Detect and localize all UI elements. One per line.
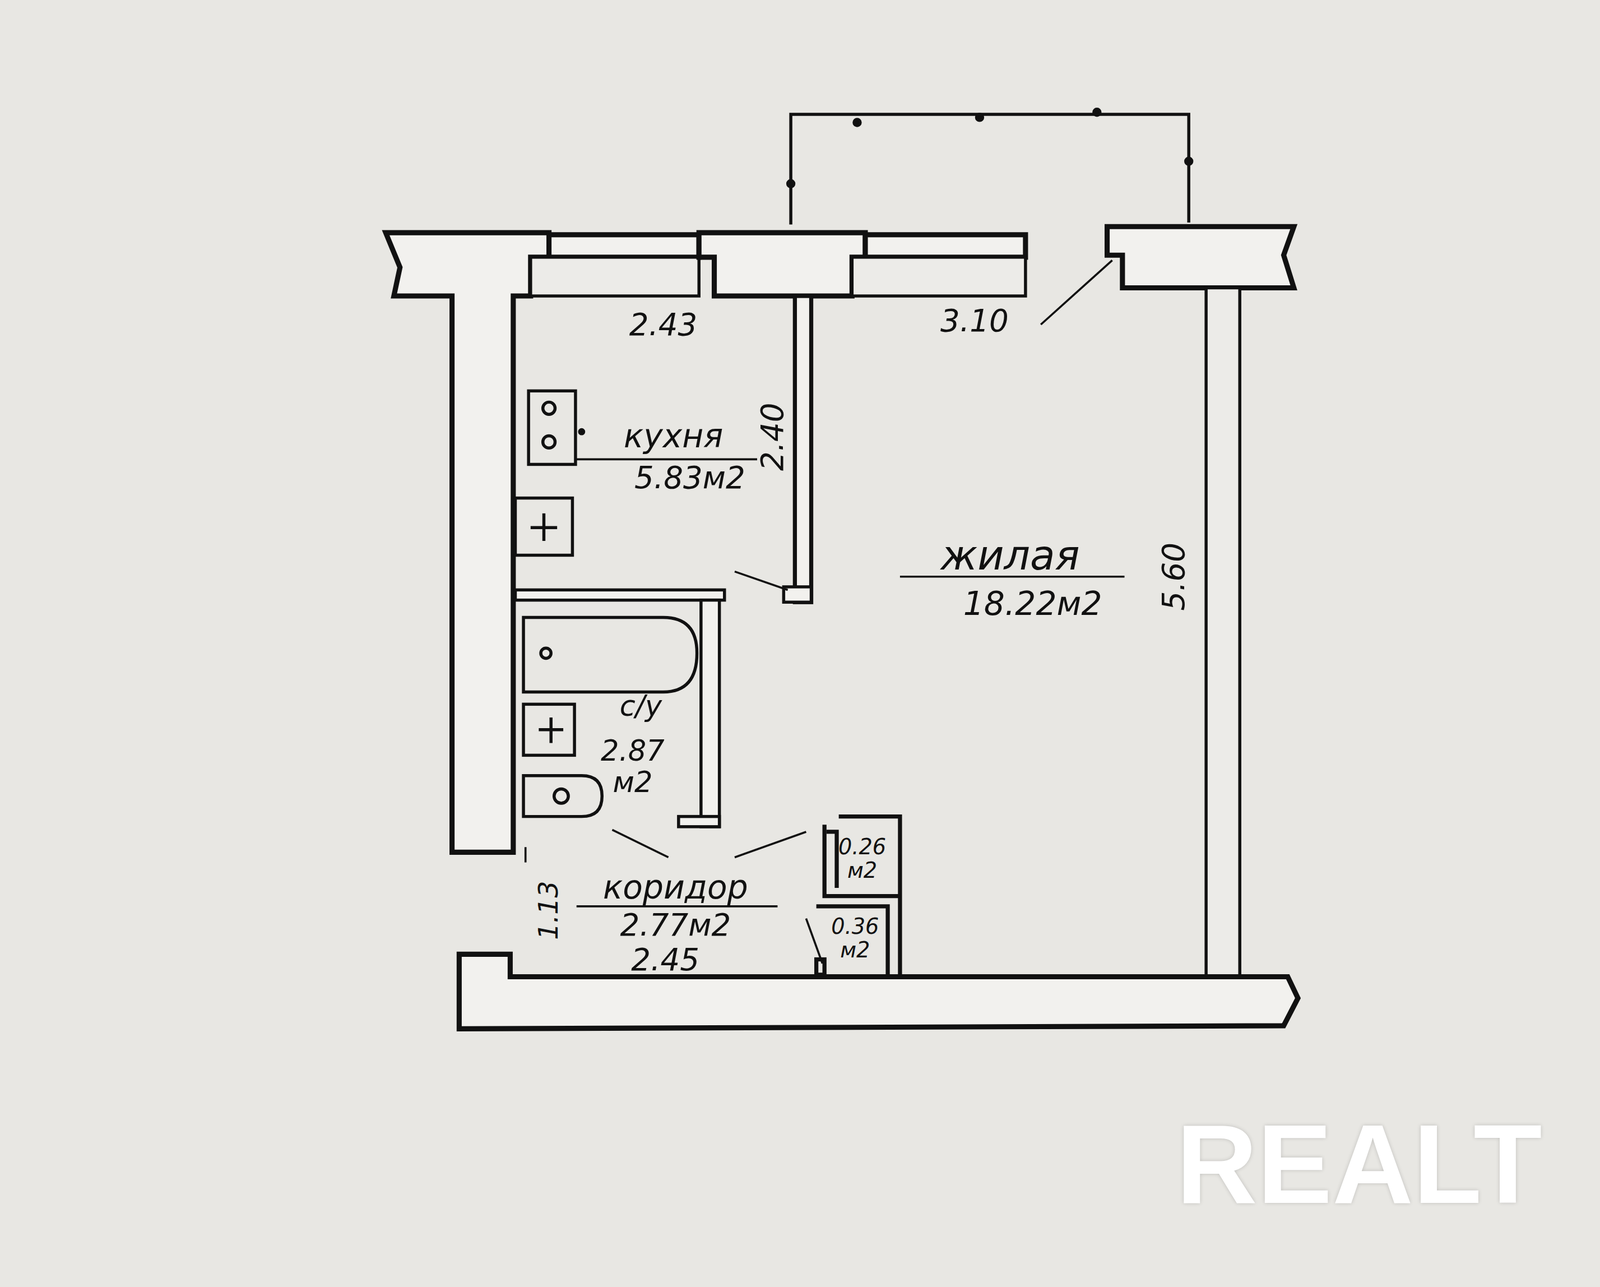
walls <box>385 226 1298 1029</box>
dimension: 2.45 <box>631 942 700 976</box>
room-area: 0.26 м2 <box>838 835 887 883</box>
closets <box>816 816 901 975</box>
room-area: 2.87 м2 <box>600 735 665 799</box>
room-area: 5.83м2 <box>634 460 746 495</box>
dimension: 5.60 <box>1156 542 1191 611</box>
watermark: REALT <box>1176 1101 1543 1226</box>
dimension: 1.13 <box>534 880 564 940</box>
balcony <box>787 109 1193 225</box>
dimension: 3.10 <box>940 303 1009 338</box>
room-name: кухня <box>623 418 723 455</box>
dimension: 2.40 <box>755 402 790 471</box>
leader-lines <box>525 260 1125 964</box>
room-name: коридор <box>603 869 749 906</box>
room-name: жилая <box>940 532 1080 578</box>
room-area: 0.36 м2 <box>831 915 879 963</box>
dimension: 2.43 <box>629 307 698 342</box>
room-area: 18.22м2 <box>963 586 1103 623</box>
room-area: 2.77м2 <box>620 907 732 942</box>
room-name: с/у <box>619 691 662 723</box>
